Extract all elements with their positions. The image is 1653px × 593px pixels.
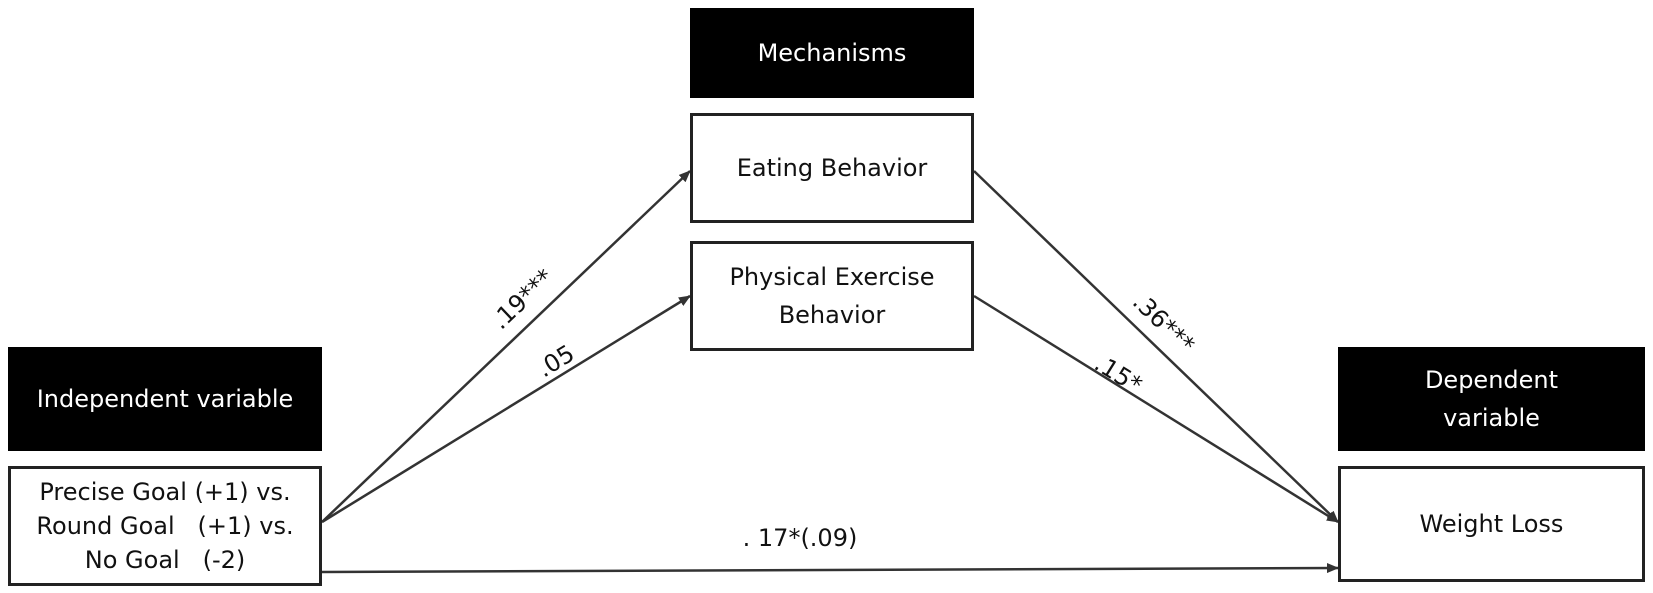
coef-eating-to-dv: .36*** — [1127, 287, 1200, 359]
mechanisms-header: Mechanisms — [690, 8, 974, 98]
arrow-exercise-to-dv — [973, 294, 1339, 524]
coef-iv-to-dv: . 17*(.09) — [743, 524, 858, 552]
eating-behavior-box: Eating Behavior — [690, 113, 974, 223]
coef-exercise-to-dv: .15* — [1090, 349, 1147, 399]
arrow-eating-to-dv — [973, 170, 1339, 523]
physical-exercise-behavior-box: Physical Exercise Behavior — [690, 241, 974, 351]
physical-exercise-label-line2: Behavior — [778, 301, 886, 329]
iv-line-round-goal: Round Goal (+1) vs. — [36, 512, 294, 540]
arrow-iv-to-dv — [321, 563, 1339, 574]
iv-line-no-goal: No Goal (-2) — [84, 546, 246, 574]
independent-variable-box: Precise Goal (+1) vs. Round Goal (+1) vs… — [8, 466, 322, 586]
mechanisms-header-label: Mechanisms — [757, 39, 907, 67]
independent-variable-header: Independent variable — [8, 347, 322, 451]
coef-iv-to-exercise: .05 — [532, 339, 579, 383]
iv-line-precise-goal: Precise Goal (+1) vs. — [39, 478, 291, 506]
arrow-iv-to-eating — [321, 170, 691, 523]
eating-behavior-label: Eating Behavior — [736, 154, 928, 182]
weight-loss-box: Weight Loss — [1338, 466, 1645, 582]
dependent-variable-header-line2: variable — [1443, 404, 1540, 432]
physical-exercise-label-line1: Physical Exercise — [729, 263, 935, 291]
dependent-variable-header: Dependent variable — [1338, 347, 1645, 451]
independent-variable-header-label: Independent variable — [36, 385, 294, 413]
weight-loss-label: Weight Loss — [1419, 510, 1564, 538]
coef-iv-to-eating: .19*** — [486, 263, 559, 334]
arrow-iv-to-exercise — [321, 294, 691, 524]
dependent-variable-header-line1: Dependent — [1424, 366, 1559, 394]
